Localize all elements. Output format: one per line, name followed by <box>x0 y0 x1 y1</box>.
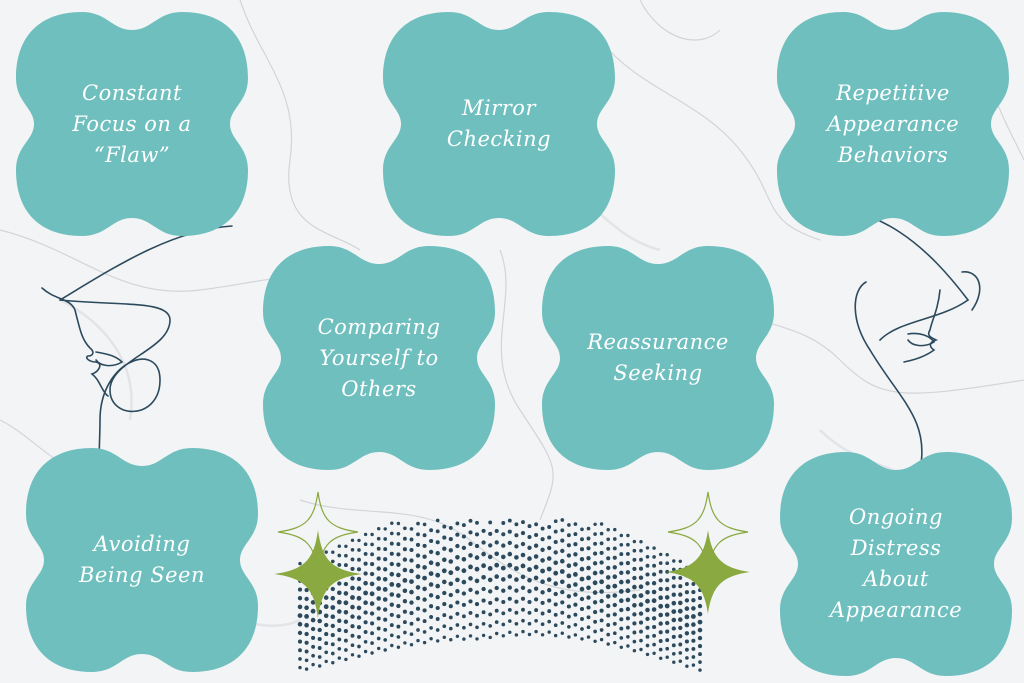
tile-shape <box>780 452 1012 676</box>
tile-comparing: Comparing Yourself to Others <box>259 242 499 474</box>
tile-label: Constant Focus on a “Flaw” <box>72 80 192 167</box>
tile-label: Ongoing Distress About Appearance <box>829 505 963 622</box>
tile-mirror-checking: Mirror Checking <box>379 8 619 240</box>
tile-shape <box>777 12 1009 236</box>
tile-shape <box>26 448 258 672</box>
tile-label: Comparing Yourself to Others <box>317 314 441 401</box>
tile-reassurance: Reassurance Seeking <box>538 242 778 474</box>
tile-label: Reassurance Seeking <box>587 330 729 385</box>
tile-repetitive-behaviors: Repetitive Appearance Behaviors <box>773 8 1013 240</box>
tile-ongoing-distress: Ongoing Distress About Appearance <box>776 448 1016 680</box>
tile-shape <box>263 246 495 470</box>
tile-shape <box>542 246 774 470</box>
tile-avoiding: Avoiding Being Seen <box>22 444 262 676</box>
tile-label: Avoiding Being Seen <box>79 532 205 587</box>
tile-label: Repetitive Appearance Behaviors <box>826 80 960 167</box>
tile-shape <box>383 12 615 236</box>
tile-label: Mirror Checking <box>446 96 552 151</box>
tile-shape <box>16 12 248 236</box>
tile-constant-focus: Constant Focus on a “Flaw” <box>12 8 252 240</box>
